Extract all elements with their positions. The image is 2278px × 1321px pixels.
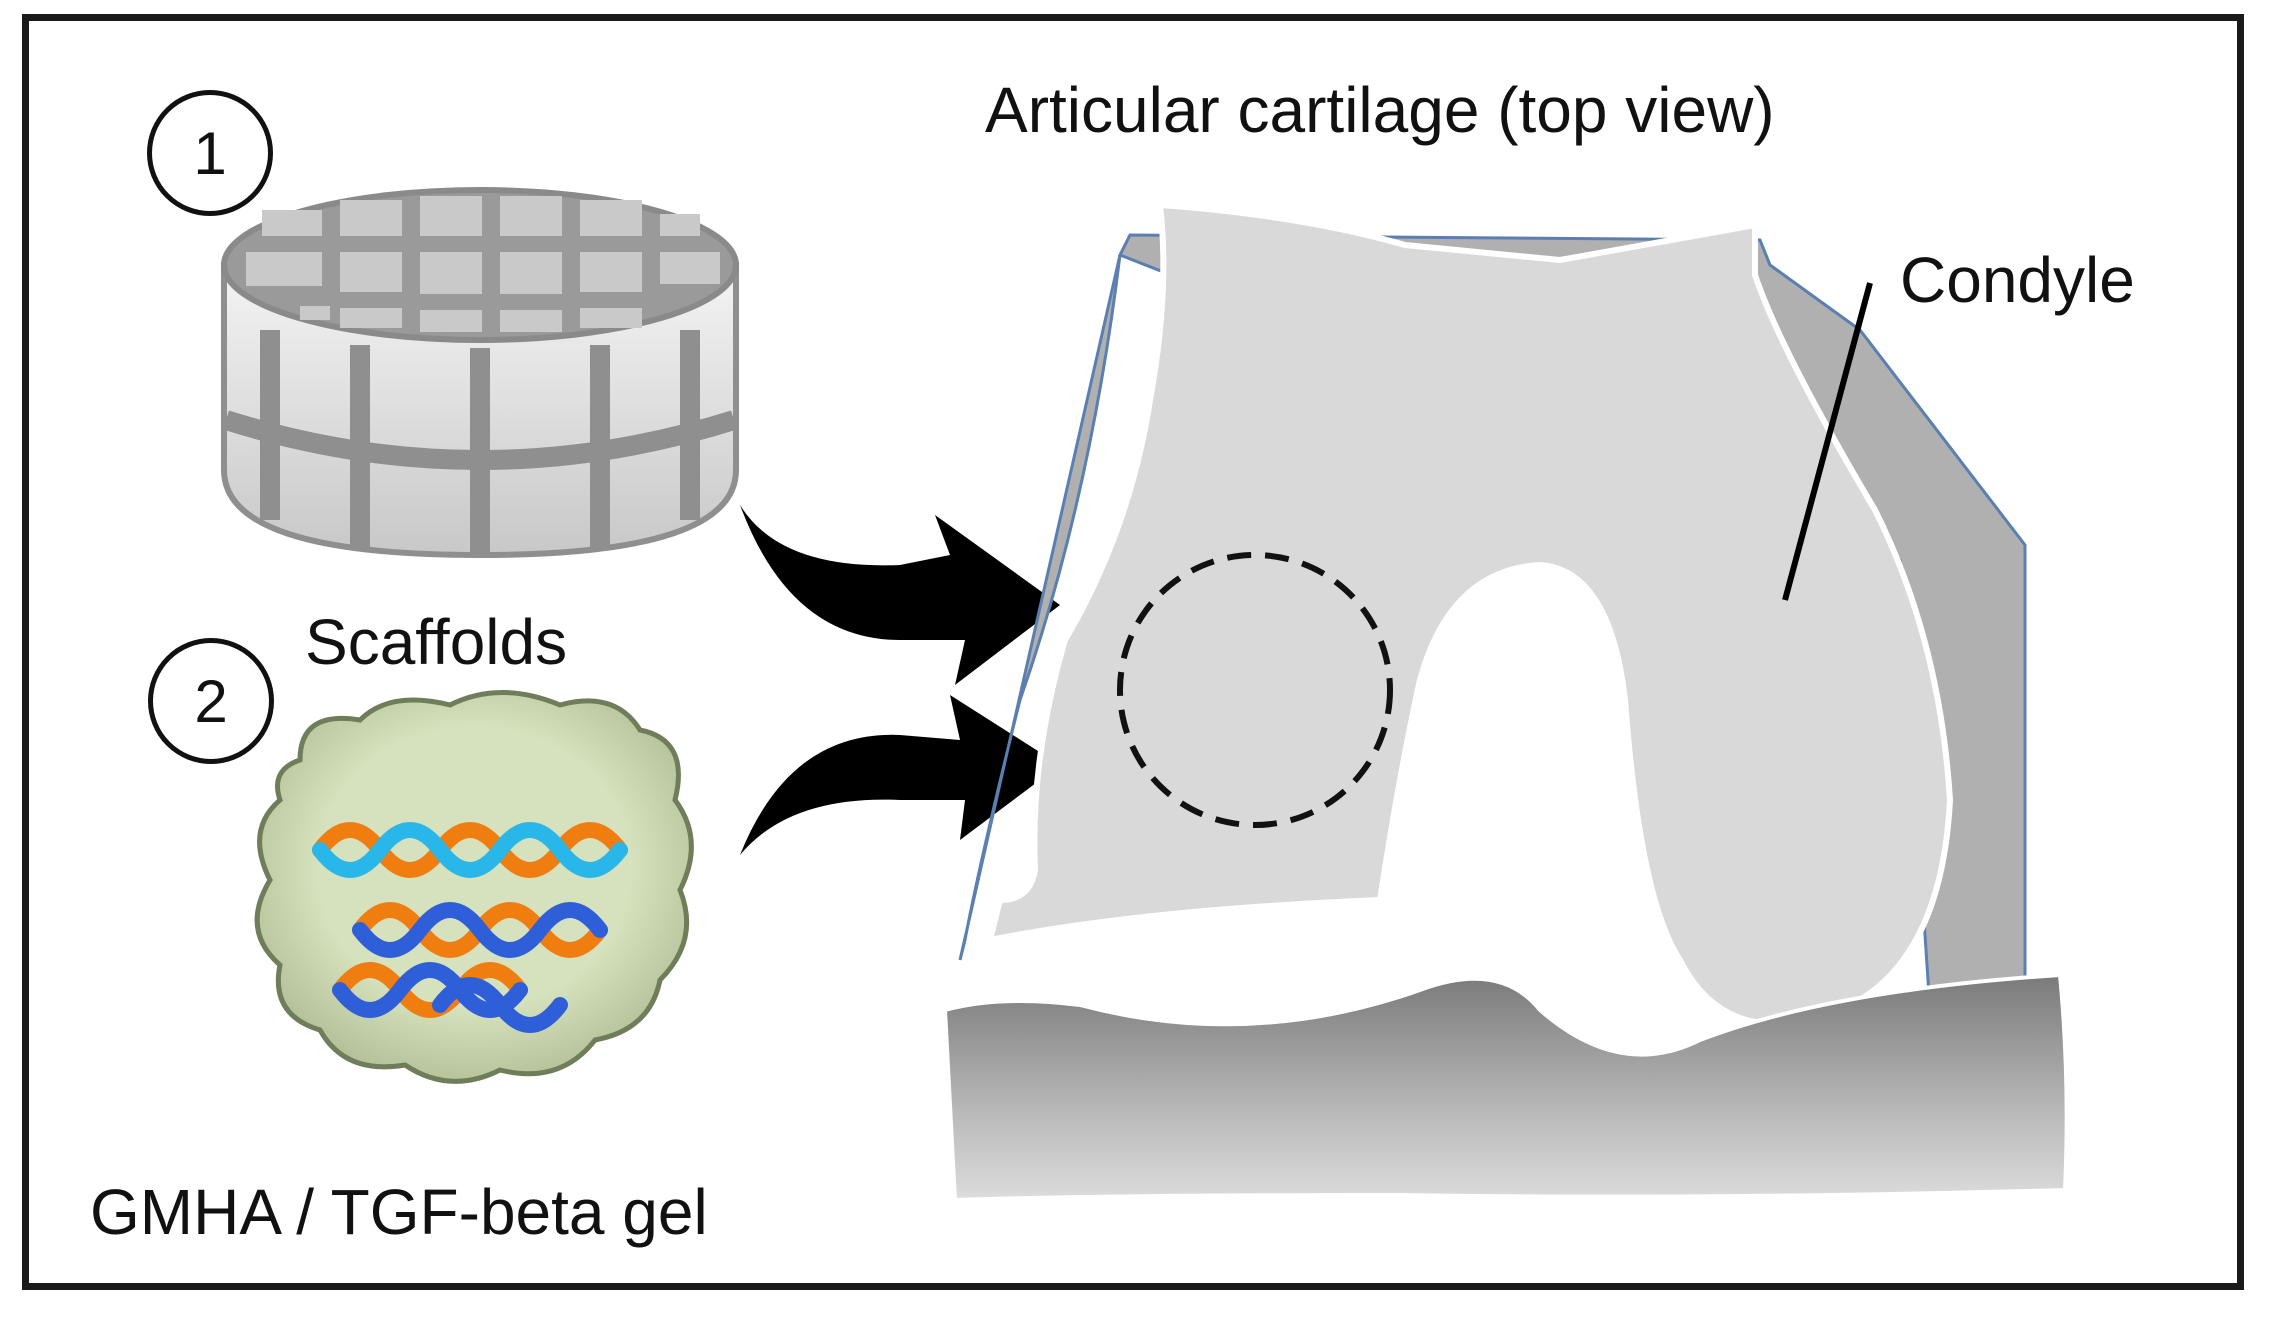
step-1-badge: 1 — [147, 90, 273, 216]
defect-circle — [1117, 552, 1393, 828]
condyle-label: Condyle — [1900, 244, 2135, 316]
diagram-title: Articular cartilage (top view) — [985, 74, 1775, 146]
tibia-plateau — [942, 972, 2069, 1203]
gel-label: GMHA / TGF-beta gel — [90, 1176, 708, 1248]
dna-helix-icon — [312, 822, 628, 1033]
scaffold-cylinder-icon — [221, 187, 739, 559]
scaffolds-label: Scaffolds — [305, 606, 568, 678]
condyle-pointer-line — [1782, 282, 1873, 601]
femur-cartilage — [958, 200, 2027, 1083]
arrow-icon — [740, 505, 1060, 855]
gel-cloud-icon — [254, 690, 694, 1084]
step-2-badge: 2 — [148, 638, 274, 764]
